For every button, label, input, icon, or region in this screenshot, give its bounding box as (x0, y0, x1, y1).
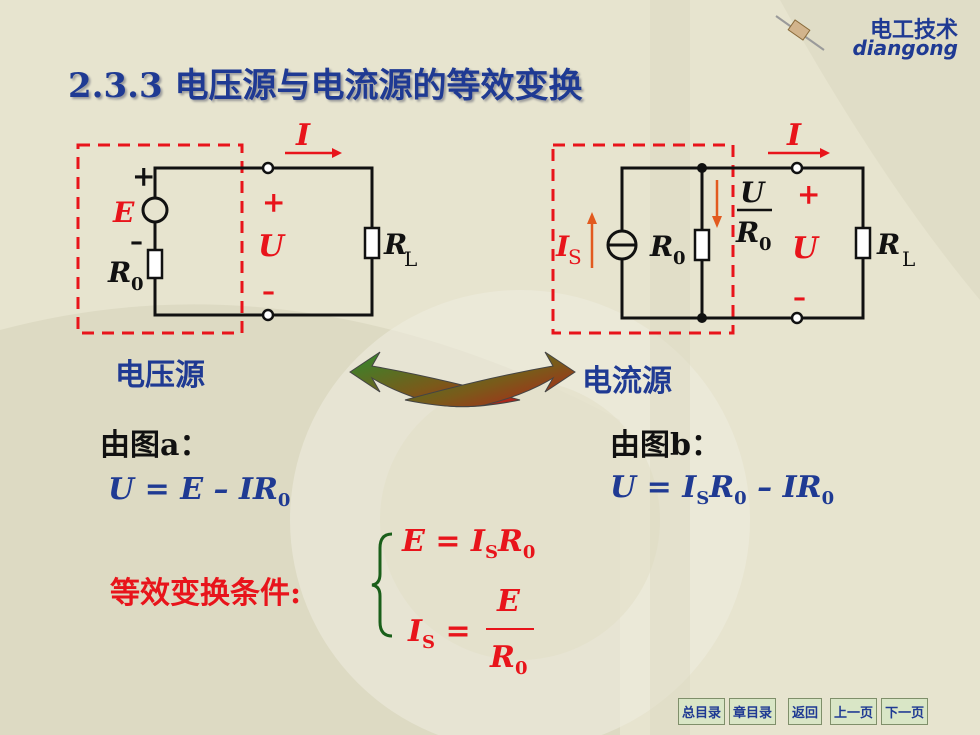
condition-eq2-numerator: E (497, 584, 520, 619)
emf-label: E (112, 196, 135, 229)
condition-eq2-denominator: R0 (490, 640, 528, 679)
svg-text:+: + (797, 178, 820, 211)
svg-text:–: – (793, 283, 806, 313)
nav-bar: 总目录 章目录 返回 上一页 下一页 (678, 698, 929, 725)
nav-prev-button[interactable]: 上一页 (830, 698, 878, 725)
from-figure-b: 由图b： (610, 428, 721, 463)
condition-eq1: E = ISR0 (402, 524, 536, 563)
svg-text:+: + (132, 160, 155, 193)
circuit-b: I I S R 0 U R 0 + U – R L (551, 118, 915, 335)
internal-r-label: R (649, 230, 673, 263)
equation-b: U = ISR0 – IR0 (610, 470, 835, 509)
fraction-numerator: U (740, 176, 766, 209)
terminal-bottom (790, 311, 804, 325)
svg-text:0: 0 (131, 274, 144, 295)
nav-contents-button[interactable]: 总目录 (678, 698, 726, 725)
condition-label: 等效变换条件: (110, 576, 302, 611)
fraction-denominator: R (735, 216, 759, 249)
fraction-bar (486, 628, 534, 630)
svg-text:–: – (262, 277, 275, 307)
resistor-logo-icon (775, 15, 825, 51)
svg-text:+: + (262, 186, 285, 219)
nav-back-button[interactable]: 返回 (788, 698, 823, 725)
voltage-label: U (792, 231, 820, 266)
terminal-bottom (261, 308, 275, 322)
from-figure-a: 由图a： (100, 428, 210, 463)
source-label: I (555, 230, 570, 263)
current-label: I (295, 118, 311, 153)
terminal-top (790, 161, 804, 175)
exchange-arrows-icon (349, 351, 576, 408)
condition-eq2-left: IS = (408, 614, 471, 653)
svg-text:L: L (404, 247, 417, 271)
voltage-label: U (258, 229, 286, 264)
brand-logo: 电工技术 diangong (766, 8, 966, 60)
nav-chapter-button[interactable]: 章目录 (729, 698, 777, 725)
internal-resistor-symbol (693, 228, 711, 262)
terminal-top (261, 161, 275, 175)
svg-text:0: 0 (673, 248, 686, 269)
equation-a: U = E – IR0 (108, 472, 291, 511)
svg-text:0: 0 (759, 234, 772, 255)
load-resistor-symbol (363, 226, 381, 260)
logo-text-cn: 电工技术 (869, 18, 958, 43)
current-label: I (786, 118, 802, 153)
voltage-source-caption: 电压源 (115, 358, 205, 393)
circuit-a: I + E – R 0 + U – R L (76, 118, 417, 335)
svg-text:–: – (130, 227, 143, 257)
page-title: 2.3.3 电压源与电流源的等效变换 (68, 66, 583, 106)
load-resistor-symbol (854, 226, 872, 260)
internal-r-label: R (107, 256, 131, 289)
svg-text:S: S (568, 245, 582, 269)
svg-text:L: L (902, 247, 915, 271)
load-label: R (383, 228, 407, 261)
load-label: R (876, 228, 900, 261)
nav-next-button[interactable]: 下一页 (881, 698, 929, 725)
logo-text-en: diangong (852, 36, 958, 60)
brace-icon (371, 532, 393, 638)
internal-resistor-symbol (146, 248, 164, 280)
current-source-caption: 电流源 (582, 364, 672, 399)
current-source-box (551, 143, 735, 335)
voltage-source-box (76, 143, 244, 335)
emf-source-symbol (141, 196, 169, 224)
